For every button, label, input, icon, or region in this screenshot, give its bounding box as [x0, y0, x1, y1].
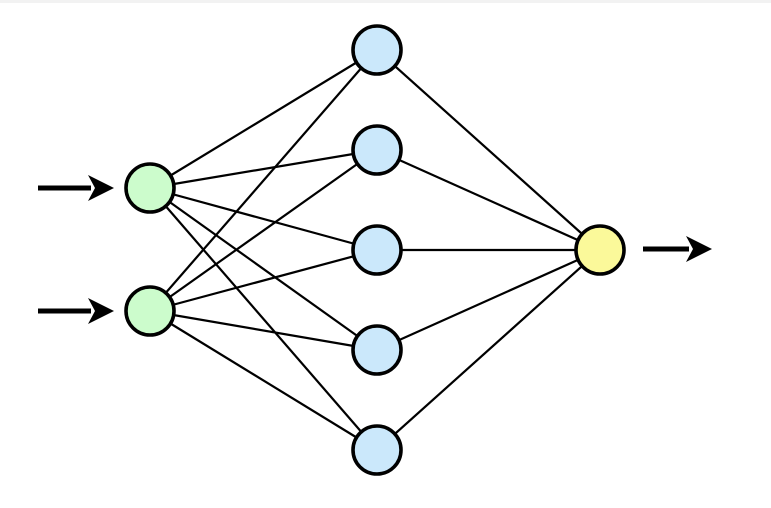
input-node-2[interactable] — [124, 285, 176, 337]
edge-h5-o1 — [376, 249, 601, 451]
edge-i2-h5 — [149, 310, 378, 451]
hidden-node-2[interactable] — [351, 124, 403, 176]
hidden-node-1[interactable] — [351, 24, 403, 76]
input-node-1[interactable] — [124, 162, 176, 214]
top-edge-band — [0, 0, 771, 3]
edge-h2-o1 — [376, 148, 601, 252]
hidden-node-3[interactable] — [351, 224, 403, 276]
output-node-1[interactable] — [574, 224, 626, 276]
edge-i1-h4 — [149, 187, 378, 351]
input-arrow-1-head — [88, 175, 114, 201]
input-arrow-2-head — [88, 298, 114, 324]
edge-h1-o1 — [376, 49, 601, 251]
edge-h4-o1 — [376, 248, 601, 352]
hidden-node-5[interactable] — [351, 424, 403, 476]
edge-i1-h2 — [149, 148, 378, 190]
io-arrows-group — [38, 175, 712, 324]
edge-i2-h4 — [149, 309, 378, 352]
edges-group — [149, 49, 601, 451]
edge-i2-h2 — [149, 149, 378, 312]
hidden-node-4[interactable] — [351, 324, 403, 376]
edge-i2-h1 — [149, 49, 378, 312]
edge-i1-h3 — [149, 186, 378, 252]
edge-i1-h1 — [149, 49, 378, 189]
output-arrow-1-head — [686, 236, 712, 262]
nodes-group — [124, 24, 626, 476]
edge-i1-h5 — [149, 187, 378, 451]
edge-i2-h3 — [149, 248, 378, 313]
